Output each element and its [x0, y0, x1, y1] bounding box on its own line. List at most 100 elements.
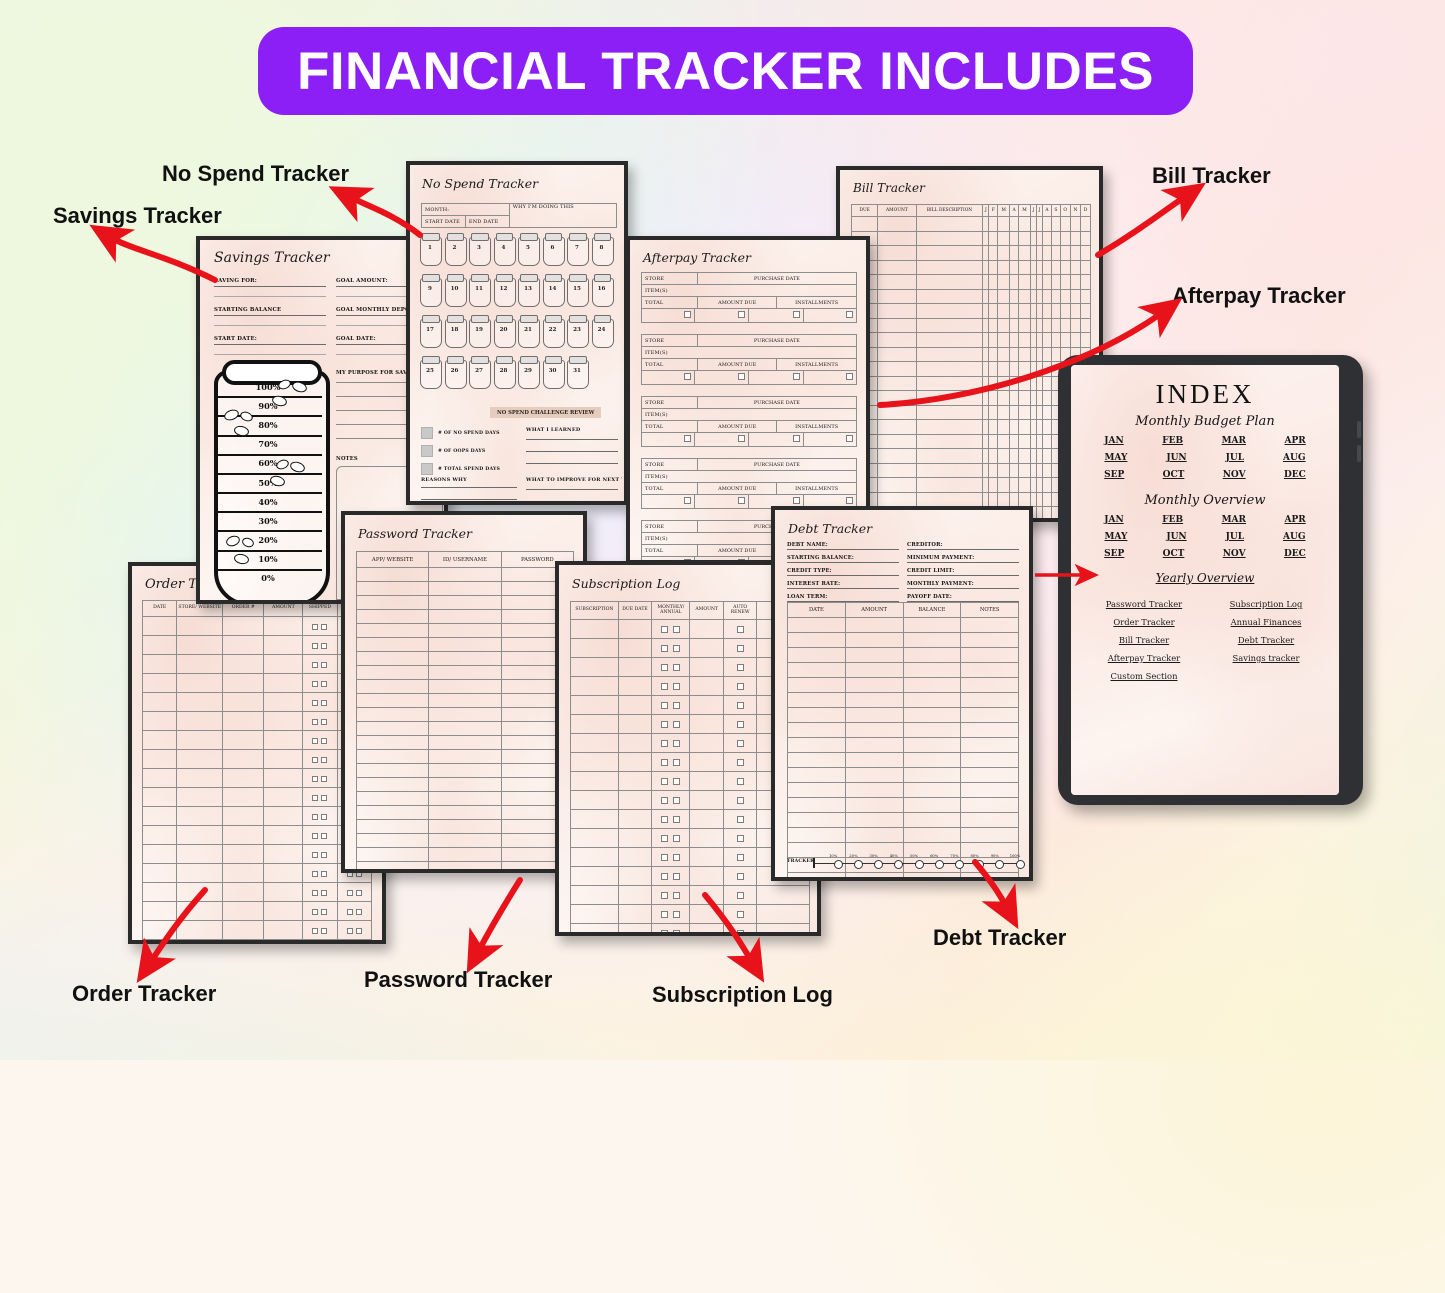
cell[interactable] — [651, 638, 691, 658]
cell[interactable] — [222, 882, 265, 902]
cell[interactable] — [617, 790, 653, 810]
learned-line[interactable] — [526, 451, 618, 463]
cell[interactable] — [988, 216, 999, 232]
checkbox[interactable] — [321, 719, 328, 725]
cell[interactable] — [570, 638, 619, 658]
cell[interactable] — [1051, 346, 1061, 362]
cell[interactable] — [877, 332, 917, 348]
index-month-link[interactable]: MAR — [1221, 436, 1247, 446]
cell[interactable] — [689, 676, 724, 696]
no-spend-day-jar[interactable]: 17 — [420, 315, 442, 348]
installment-cell[interactable] — [694, 557, 750, 560]
index-month-link[interactable]: DEC — [1283, 470, 1306, 480]
checkbox[interactable] — [321, 757, 328, 763]
cell[interactable] — [988, 288, 999, 304]
checkbox[interactable] — [673, 930, 681, 932]
checkbox[interactable] — [661, 740, 669, 747]
cell[interactable] — [1018, 448, 1031, 464]
cell[interactable] — [902, 647, 962, 663]
cell[interactable] — [689, 714, 724, 734]
cell[interactable] — [617, 714, 653, 734]
cell[interactable] — [1009, 332, 1020, 348]
index-month-link[interactable]: FEB — [1162, 515, 1184, 525]
cell[interactable] — [302, 768, 338, 788]
cell[interactable] — [428, 581, 502, 596]
cell[interactable] — [176, 635, 224, 655]
cell[interactable] — [960, 692, 1019, 708]
cell[interactable] — [302, 787, 338, 807]
checkbox[interactable] — [321, 814, 328, 820]
ruler-node[interactable] — [995, 860, 1005, 869]
cell[interactable] — [263, 749, 304, 769]
cell[interactable] — [997, 462, 1011, 478]
index-month-link[interactable]: MAR — [1221, 515, 1247, 525]
cell[interactable] — [1018, 245, 1031, 261]
index-month-link[interactable]: APR — [1284, 436, 1306, 446]
field-line[interactable] — [214, 325, 326, 326]
cell[interactable] — [915, 390, 984, 406]
cell[interactable] — [1080, 259, 1091, 275]
installment-cell[interactable] — [694, 371, 750, 384]
checkbox[interactable] — [736, 835, 744, 842]
cell[interactable] — [336, 939, 373, 940]
cell[interactable] — [141, 692, 178, 712]
cell[interactable] — [997, 419, 1011, 435]
table-row[interactable] — [141, 939, 373, 940]
cell[interactable] — [570, 676, 619, 696]
field-line[interactable] — [336, 344, 441, 354]
installment-cell[interactable] — [804, 371, 856, 384]
cell[interactable] — [263, 787, 304, 807]
cell[interactable] — [355, 861, 430, 869]
cell[interactable] — [651, 714, 691, 734]
cell[interactable] — [997, 448, 1011, 464]
table-row[interactable] — [850, 288, 1091, 304]
checkbox[interactable] — [312, 928, 319, 934]
table-row[interactable] — [141, 901, 373, 921]
cell[interactable] — [1018, 274, 1031, 290]
cell[interactable] — [617, 638, 653, 658]
cell[interactable] — [141, 882, 178, 902]
checkbox[interactable] — [736, 797, 744, 804]
cell[interactable] — [176, 730, 224, 750]
table-row[interactable] — [355, 819, 575, 834]
cell[interactable] — [1009, 477, 1020, 493]
cell[interactable] — [428, 651, 502, 666]
cell[interactable] — [263, 654, 304, 674]
cell[interactable] — [844, 812, 904, 828]
table-row[interactable] — [355, 679, 575, 694]
cell[interactable] — [1018, 491, 1031, 507]
field-line[interactable] — [336, 315, 441, 325]
cell[interactable] — [617, 619, 653, 639]
cell[interactable] — [222, 806, 265, 826]
cell[interactable] — [1059, 245, 1071, 261]
cell[interactable] — [141, 711, 178, 731]
checkbox[interactable] — [683, 373, 691, 380]
cell[interactable] — [997, 288, 1011, 304]
cell[interactable] — [617, 847, 653, 867]
cell[interactable] — [1069, 332, 1082, 348]
index-link[interactable]: Password Tracker — [1105, 599, 1183, 609]
field-line[interactable] — [907, 575, 1019, 580]
cell[interactable] — [1069, 288, 1082, 304]
tablet-volume-down-button[interactable] — [1357, 445, 1361, 462]
field-line[interactable] — [336, 325, 441, 326]
no-spend-day-jar[interactable]: 18 — [444, 315, 467, 348]
cell[interactable] — [902, 782, 962, 798]
cell[interactable] — [877, 288, 917, 304]
cell[interactable] — [263, 635, 304, 655]
cell[interactable] — [902, 872, 962, 877]
checkbox[interactable] — [321, 643, 328, 649]
cell[interactable] — [141, 863, 178, 883]
cell[interactable] — [997, 404, 1011, 420]
cell[interactable] — [336, 920, 373, 940]
cell[interactable] — [997, 491, 1011, 507]
checkbox[interactable] — [661, 683, 669, 690]
cell[interactable] — [617, 885, 653, 905]
cell[interactable] — [997, 361, 1011, 377]
cell[interactable] — [722, 809, 758, 829]
cell[interactable] — [1051, 259, 1061, 275]
cell[interactable] — [617, 771, 653, 791]
cell[interactable] — [176, 939, 224, 940]
checkbox[interactable] — [321, 852, 328, 858]
cell[interactable] — [844, 797, 904, 813]
